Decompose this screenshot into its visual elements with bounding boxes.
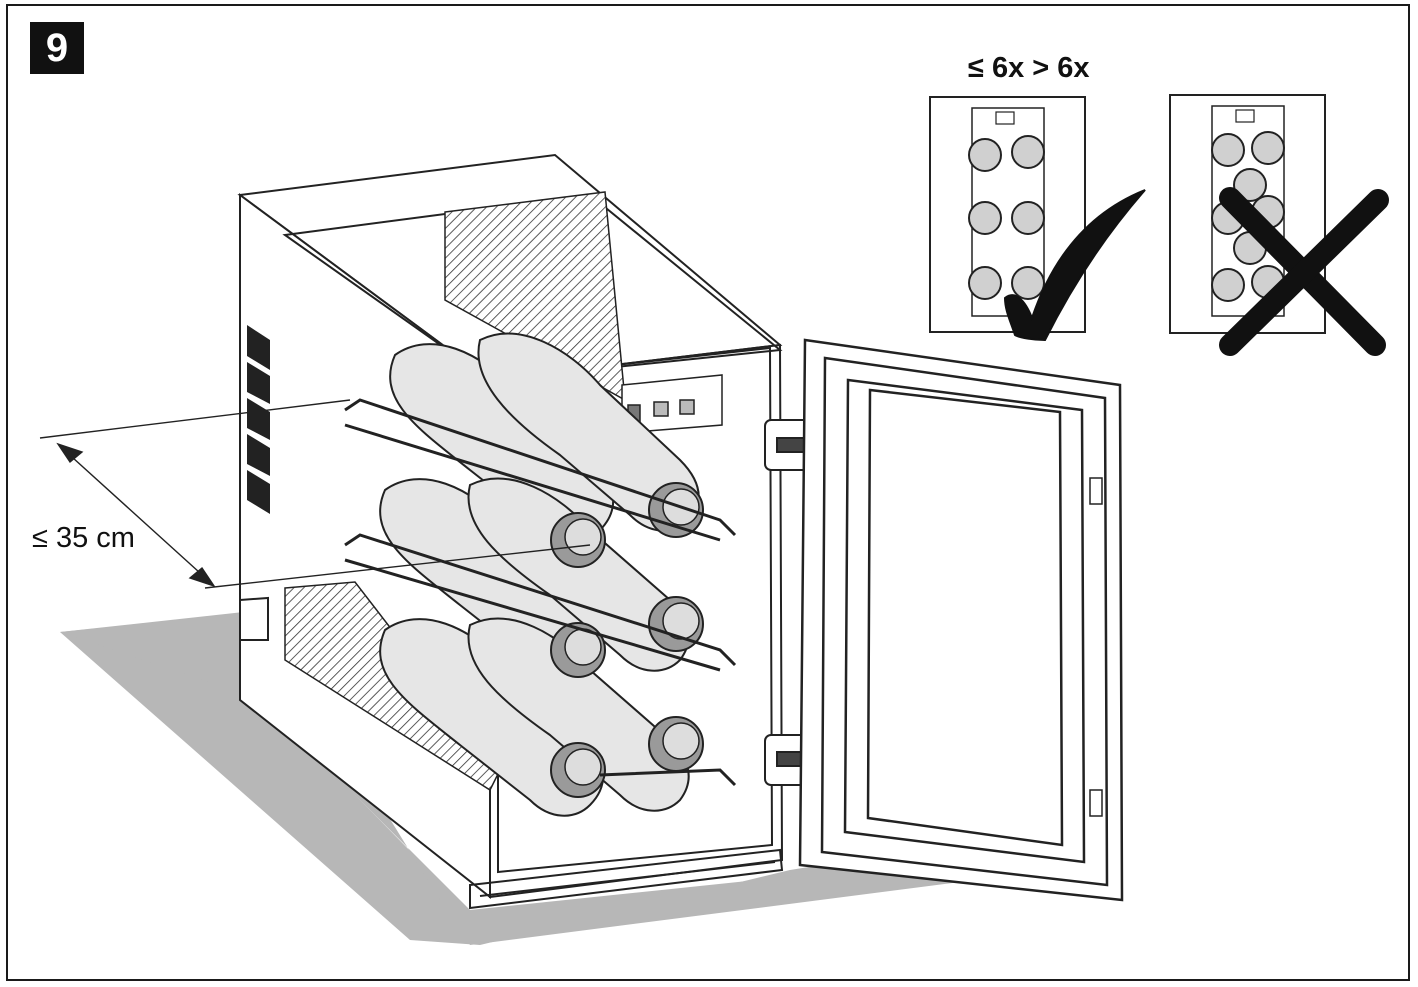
checkmark-icon: [1003, 189, 1146, 342]
bottom-grille: [469, 848, 784, 910]
comparison-ok-panel: [929, 96, 1086, 333]
distance-label: ≤ 35 cm: [32, 522, 135, 554]
step-number-badge: 9: [30, 22, 84, 74]
open-door: [798, 338, 1124, 902]
door-hinges: [764, 419, 812, 786]
bottle-cap-centers: [564, 488, 700, 786]
cross-icon: [1219, 187, 1389, 356]
dimension-markers: [39, 399, 591, 589]
bottle-count-label: ≤ 6x > 6x: [968, 52, 1090, 84]
comparison-not-ok-panel: [1169, 94, 1326, 334]
wire-racks: [344, 398, 737, 787]
figure-border: [6, 4, 1410, 981]
side-vents: [247, 325, 270, 514]
